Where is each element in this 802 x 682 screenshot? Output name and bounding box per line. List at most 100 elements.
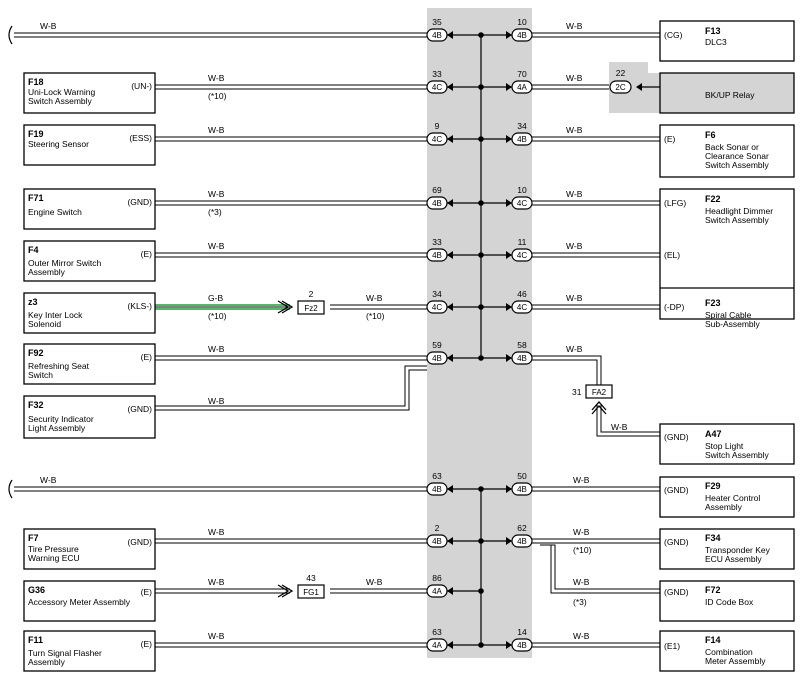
- right-pin-number-1: 70: [517, 69, 527, 79]
- wire-label-l1: W-B: [40, 21, 57, 31]
- f34-name-1: Transponder Key: [705, 545, 771, 555]
- f32-name-2: Light Assembly: [28, 423, 86, 433]
- left-pin-connector-10: 4A: [432, 641, 442, 650]
- f7-name-2: Warning ECU: [28, 553, 80, 563]
- wire-label-l11b: W-B: [366, 577, 383, 587]
- f14-name-2: Meter Assembly: [705, 656, 766, 666]
- wire-label-r2: W-B: [566, 73, 583, 83]
- left-pin-number-5: 34: [432, 289, 442, 299]
- f11-code: F11: [28, 635, 43, 645]
- right-pin-connector-5: 4C: [517, 303, 527, 312]
- f23-name-2: Sub-Assembly: [705, 319, 761, 329]
- fa2-name: FA2: [592, 388, 607, 397]
- wire-labels: W-B W-B W-B W-B W-B G-B W-B W-B W-B W-B …: [40, 21, 628, 641]
- f6-terminal: (E): [664, 134, 676, 144]
- green-wire: [155, 304, 290, 310]
- right-pin-arrow-5: [506, 303, 512, 311]
- f11-name-1: Turn Signal Flasher: [28, 648, 102, 658]
- f6-name-1: Back Sonar or: [705, 142, 759, 152]
- f71-code: F71: [28, 193, 44, 203]
- wire-label-r8: W-B: [611, 422, 628, 432]
- note-z3-b: (*10): [366, 311, 385, 321]
- fz2-name: Fz2: [304, 304, 318, 313]
- wire-label-l8: W-B: [208, 396, 225, 406]
- left-pin-connector-2: 4C: [432, 135, 442, 144]
- f32-name-1: Security Indicator: [28, 414, 94, 424]
- f23-name-1: Spiral Cable: [705, 310, 752, 320]
- right-pin-connector-3: 4C: [517, 199, 527, 208]
- wire-label-r10: W-B: [573, 527, 590, 537]
- wire-label-l6b: W-B: [366, 293, 383, 303]
- wire-label-r3: W-B: [566, 125, 583, 135]
- f92-terminal: (E): [141, 352, 153, 362]
- right-pin-number-9: 14: [517, 627, 527, 637]
- f14-name-1: Combination: [705, 647, 753, 657]
- f4-terminal: (E): [141, 249, 153, 259]
- right-pin-number-3: 10: [517, 185, 527, 195]
- left-pin-number-10: 63: [432, 627, 442, 637]
- connector-fg1: FG1 43: [277, 573, 325, 599]
- f22-code: F22: [705, 194, 721, 204]
- left-pin-8: 4B2: [426, 523, 453, 548]
- f6-code: F6: [705, 130, 716, 140]
- left-pin-arrow-4: [447, 251, 453, 259]
- right-pin-connector-0: 4B: [517, 31, 527, 40]
- f34-terminal: (GND): [664, 537, 689, 547]
- f18-name-1: Uni-Lock Warning: [28, 87, 96, 97]
- a47-name-1: Stop Light: [705, 441, 744, 451]
- f92-code: F92: [28, 348, 44, 358]
- right-pin-connector-4: 4C: [517, 251, 527, 260]
- f18-name-2: Switch Assembly: [28, 96, 93, 106]
- f72-name-1: ID Code Box: [705, 597, 754, 607]
- f4-name-2: Assembly: [28, 267, 66, 277]
- f72-terminal: (GND): [664, 587, 689, 597]
- wire-label-l11: W-B: [208, 577, 225, 587]
- left-pin-number-4: 33: [432, 237, 442, 247]
- right-pin-number-6: 58: [517, 340, 527, 350]
- f22-terminal: (LFG): [664, 198, 686, 208]
- f22-name-2: Switch Assembly: [705, 215, 770, 225]
- note-f71: (*3): [208, 207, 222, 217]
- wire-label-r6: W-B: [566, 293, 583, 303]
- f4-code: F4: [28, 245, 39, 255]
- relay-pin: 2C 22: [609, 68, 660, 94]
- connector-fa2: FA2 31: [572, 384, 613, 415]
- wire-label-r1: W-B: [566, 21, 583, 31]
- right-component-labels: (CG) F13 DLC3 BK/UP Relay (E) F6 Back So…: [664, 26, 773, 666]
- right-pin-arrow-1: [506, 83, 512, 91]
- connector-fz2: Fz2 2: [277, 289, 325, 315]
- left-pin-connector-9: 4A: [432, 587, 442, 596]
- z3-code: z3: [28, 297, 38, 307]
- f18-code: F18: [28, 77, 44, 87]
- f19-name-1: Steering Sensor: [28, 139, 89, 149]
- note-f34: (*10): [573, 545, 592, 555]
- left-pin-number-9: 86: [432, 573, 442, 583]
- left-pin-connector-5: 4C: [432, 303, 442, 312]
- wire-label-l5: W-B: [208, 241, 225, 251]
- wire-label-r11: W-B: [573, 577, 590, 587]
- wire-label-l6: G-B: [208, 293, 223, 303]
- wire-label-l10: W-B: [208, 527, 225, 537]
- f34-code: F34: [705, 533, 721, 543]
- inline-connectors: Fz2 2 FA2 31 FG1 43: [277, 289, 613, 599]
- junction-block: [427, 8, 532, 658]
- left-pin-number-3: 69: [432, 185, 442, 195]
- left-component-labels: F18 Uni-Lock Warning Switch Assembly (UN…: [28, 77, 152, 667]
- left-pin-number-0: 35: [432, 17, 442, 27]
- wire-label-r4: W-B: [566, 189, 583, 199]
- f22-name-1: Headlight Dimmer: [705, 206, 773, 216]
- left-pin-connector-3: 4B: [432, 199, 442, 208]
- relay-connector: 2C: [615, 83, 625, 92]
- relay-pin-number: 22: [616, 68, 626, 78]
- right-components: [659, 20, 795, 672]
- left-pin-number-2: 9: [435, 121, 440, 131]
- left-components: [23, 72, 156, 672]
